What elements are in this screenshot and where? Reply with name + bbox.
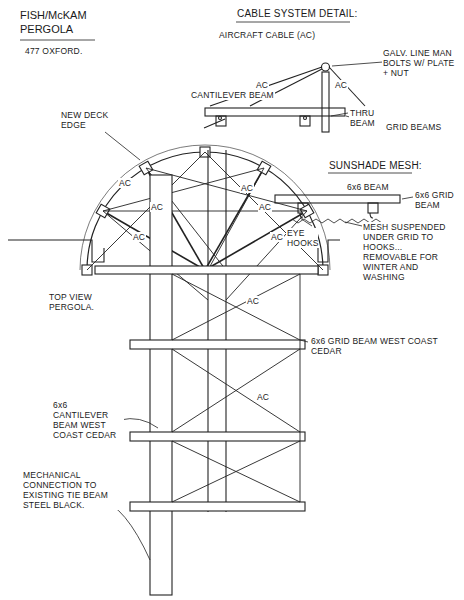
beam-label: THRU BEAM bbox=[349, 108, 383, 128]
cable-tag: AC bbox=[150, 202, 164, 212]
cable-tag: AC bbox=[246, 296, 260, 306]
cable-tag: AC bbox=[255, 80, 269, 90]
cable-label: AIRCRAFT CABLE (AC) bbox=[218, 30, 316, 40]
drawing-title: FISH/McKAM PERGOLA bbox=[20, 8, 100, 36]
cable-tag: AC bbox=[118, 178, 132, 188]
connection-note: MECHANICAL CONNECTION TO EXISTING TIE BE… bbox=[22, 470, 119, 510]
hook-label: EYE HOOKS bbox=[286, 228, 318, 248]
bolt-note: GALV. LINE MAN BOLTS W/ PLATE + NUT bbox=[382, 48, 460, 78]
deck-label: NEW DECK EDGE bbox=[60, 110, 112, 130]
cable-tag: AC bbox=[132, 232, 146, 242]
beam-label: 6x6 GRID BEAM WEST COAST CEDAR bbox=[310, 336, 457, 356]
cable-tag: AC bbox=[334, 80, 348, 90]
cable-tag: AC bbox=[270, 232, 284, 242]
beam-label: 6x6 CANTILEVER BEAM WEST COAST CEDAR bbox=[52, 400, 124, 440]
detail-heading: CABLE SYSTEM DETAIL: bbox=[236, 8, 359, 20]
cable-tag: AC bbox=[240, 183, 254, 193]
address: 477 OXFORD. bbox=[24, 46, 83, 56]
beam-label: 6x6 GRID BEAM bbox=[414, 190, 460, 210]
beam-label: GRID BEAMS bbox=[385, 122, 442, 132]
cable-tag: AC bbox=[256, 392, 270, 402]
beam-label: CANTILEVER BEAM bbox=[190, 90, 275, 100]
detail-heading: SUNSHADE MESH: bbox=[328, 160, 423, 172]
beam-label: 6x6 BEAM bbox=[346, 182, 390, 192]
mesh-note: MESH SUSPENDED UNDER GRID TO HOOKS... RE… bbox=[362, 222, 460, 282]
view-label: TOP VIEW PERGOLA. bbox=[48, 292, 120, 312]
cable-tag: AC bbox=[258, 202, 272, 212]
